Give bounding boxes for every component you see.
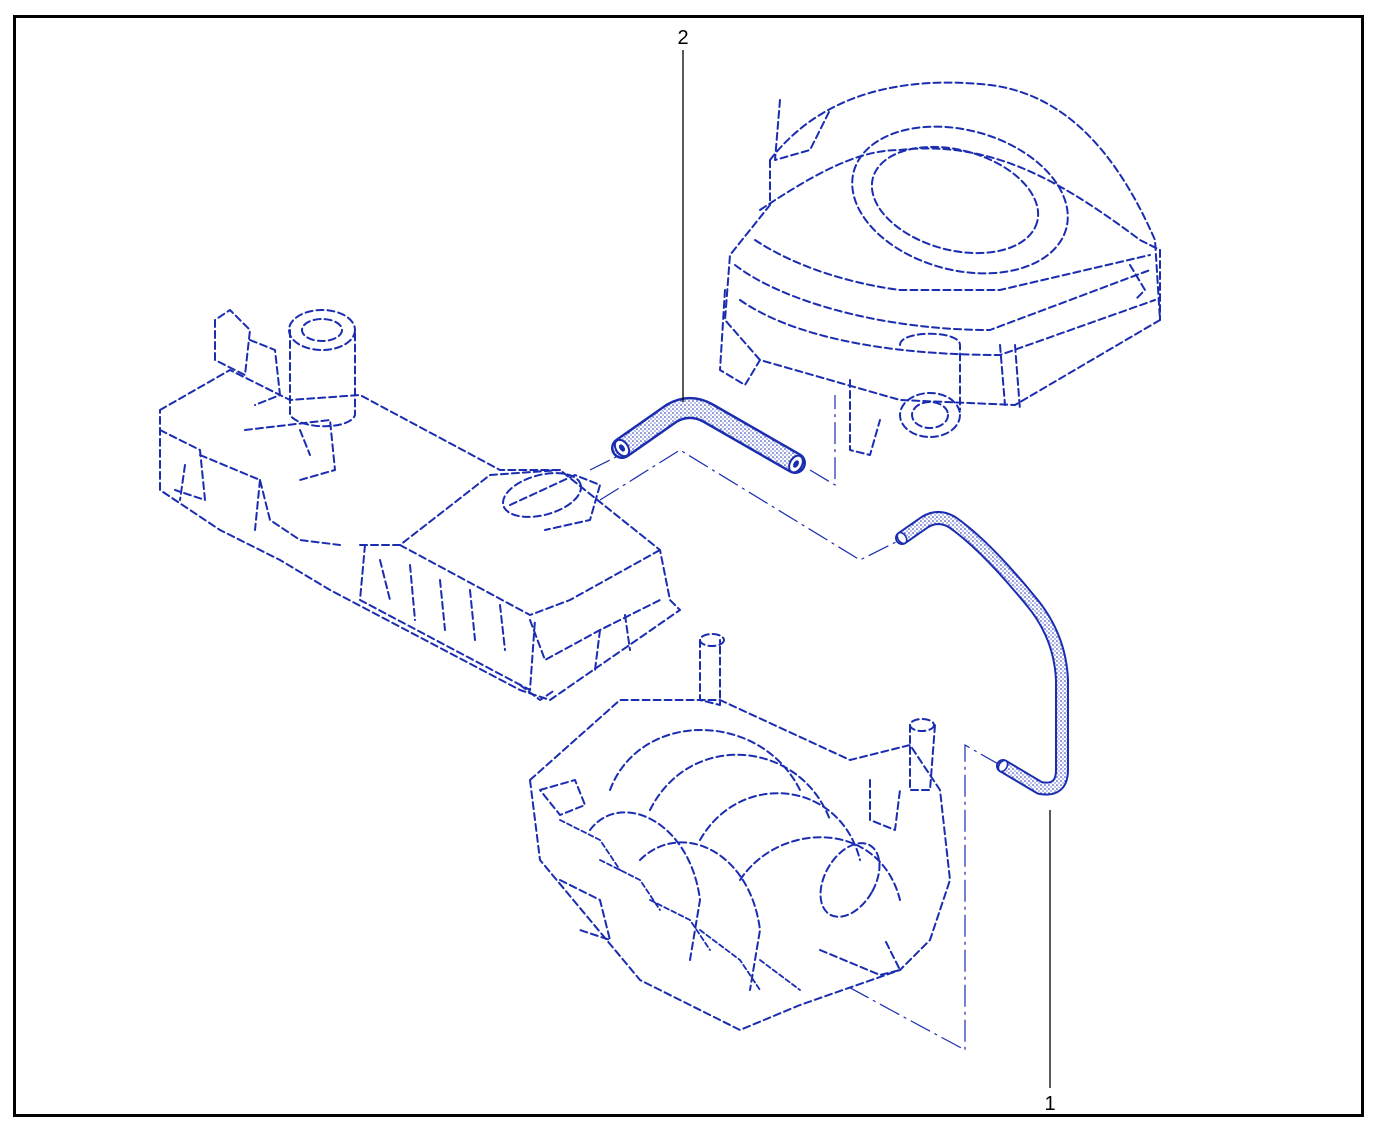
- diagram-frame: [13, 15, 1364, 1117]
- assembly-center-lines: [589, 395, 1001, 1052]
- callout-2: 2: [677, 27, 689, 402]
- callout-1: 1: [1044, 810, 1056, 1115]
- hose-part-1: [895, 511, 1069, 796]
- air-filter-housing: [719, 81, 1161, 456]
- callout-2-label: 2: [677, 27, 688, 49]
- callout-1-label: 1: [1044, 1093, 1055, 1115]
- engine-upper-assembly: [159, 309, 681, 701]
- hose-part-2: [611, 397, 806, 474]
- intake-manifold: [529, 633, 951, 1031]
